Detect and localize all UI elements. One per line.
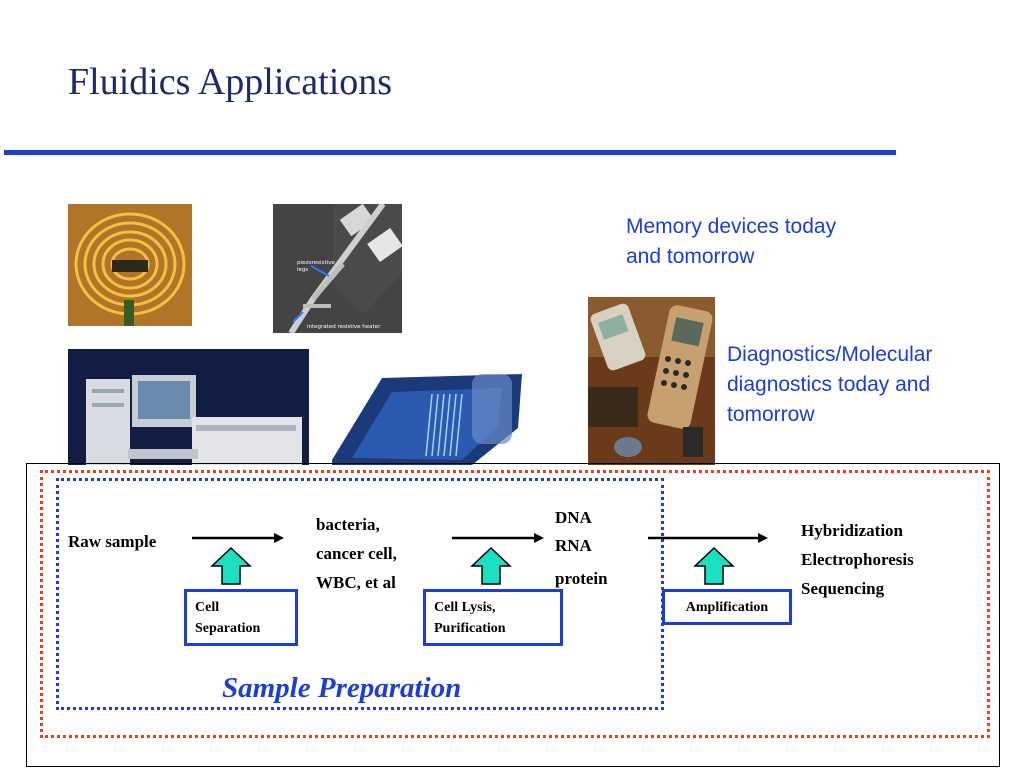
- cell-separation-box: Cell Separation: [184, 589, 298, 646]
- cell-lysis-box: Cell Lysis, Purification: [423, 589, 563, 646]
- molecule-types-label: DNA RNA protein: [555, 508, 608, 588]
- up-arrow-icon: [210, 546, 252, 585]
- workflow-frame: [26, 463, 1000, 767]
- handheld-devices-image: [588, 297, 715, 465]
- overall-process-boundary: [40, 470, 990, 738]
- raw-sample-label: Raw sample: [68, 532, 157, 551]
- memory-caption: Memory devices today and tomorrow: [626, 215, 837, 268]
- sem-label-legs: piezoresistive: [297, 260, 335, 266]
- diagnostics-caption: Diagnostics/Molecular diagnostics today …: [727, 343, 933, 426]
- title-underline: [4, 150, 896, 155]
- up-arrow-icon: [470, 546, 512, 585]
- up-arrow-icon: [693, 546, 735, 585]
- arrow-right-icon: [192, 533, 284, 543]
- slide-title: Fluidics Applications: [68, 61, 393, 103]
- arrow-right-icon: [648, 533, 768, 543]
- sample-preparation-label: Sample Preparation: [222, 672, 462, 704]
- arrow-right-icon: [452, 533, 544, 543]
- microfluidic-chip-image: [322, 368, 528, 465]
- lab-instrument-image: [68, 349, 309, 465]
- spiral-coil-image: [68, 204, 192, 326]
- amplification-box: Amplification: [662, 589, 792, 625]
- cell-types-label: bacteria, cancer cell, WBC, et al: [316, 515, 397, 592]
- sem-label-legs-2: legs: [297, 267, 308, 273]
- sem-label-heater: integrated resistive heater: [307, 324, 381, 330]
- analysis-methods-label: Hybridization Electrophoresis Sequencing: [801, 521, 914, 598]
- sem-micrograph-image: piezoresistive legs integrated resistive…: [273, 204, 402, 333]
